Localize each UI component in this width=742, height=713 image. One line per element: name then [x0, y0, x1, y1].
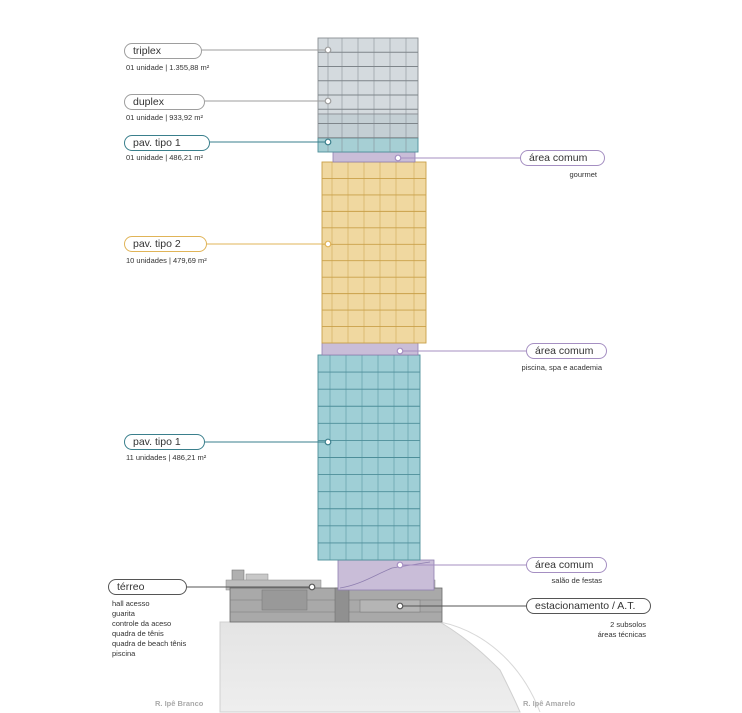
label-estacionamento: estacionamento / A.T.: [526, 598, 651, 614]
label-pav-tipo1-top-title: pav. tipo 1: [133, 137, 181, 149]
label-pav-tipo1-bottom-title: pav. tipo 1: [133, 436, 181, 448]
label-terreo-title: térreo: [117, 581, 145, 593]
label-pav-tipo2-title: pav. tipo 2: [133, 238, 181, 250]
terreo-item: quadra de tênis: [112, 629, 164, 638]
tower-top-block: [317, 37, 419, 153]
label-area-comum-gourmet-detail: gourmet: [569, 170, 597, 179]
terrain-slope: [439, 621, 541, 713]
label-pav-tipo1-top: pav. tipo 1: [124, 135, 210, 151]
label-triplex-detail: 01 unidade | 1.355,88 m²: [126, 63, 210, 72]
label-pav-tipo1-top-detail: 01 unidade | 486,21 m²: [126, 153, 204, 162]
amenity-floor-piscina: [321, 342, 419, 356]
street-right: R. Ipê Amarelo: [523, 699, 576, 708]
street-left: R. Ipê Branco: [155, 699, 204, 708]
terreo-item: guarita: [112, 609, 135, 618]
label-estacionamento-details: 2 subsolos áreas técnicas: [598, 620, 646, 640]
basement-block: [229, 587, 443, 623]
label-pav-tipo2: pav. tipo 2: [124, 236, 207, 252]
label-duplex-title: duplex: [133, 96, 164, 108]
label-duplex-detail: 01 unidade | 933,92 m²: [126, 113, 204, 122]
estacionamento-detail: áreas técnicas: [597, 630, 646, 639]
terreo-item: quadra de beach tênis: [112, 639, 187, 648]
terreo-item: hall acesso: [112, 599, 150, 608]
label-triplex-title: triplex: [133, 45, 162, 57]
amenity-floor-gourmet: [332, 151, 416, 163]
label-area-comum-gourmet-title: área comum: [529, 152, 588, 164]
tower-middle-gold: [321, 161, 427, 344]
terreo-item: piscina: [112, 649, 136, 658]
label-area-comum-piscina: área comum: [526, 343, 607, 359]
leader-lines: [187, 49, 526, 607]
label-pav-tipo1-bottom-detail: 11 unidades | 486,21 m²: [126, 453, 207, 462]
label-area-comum-salao: área comum: [526, 557, 607, 573]
terreo-item: controle da aceso: [112, 619, 172, 628]
label-area-comum-salao-title: área comum: [535, 559, 594, 571]
label-terreo-items: hall acesso guarita controle da aceso qu…: [112, 599, 186, 659]
label-triplex: triplex: [124, 43, 202, 59]
label-estacionamento-title: estacionamento / A.T.: [535, 600, 636, 612]
estacionamento-detail: 2 subsolos: [610, 620, 646, 629]
label-area-comum-salao-detail: salão de festas: [551, 576, 602, 585]
lobby-block: [337, 559, 435, 591]
label-duplex: duplex: [124, 94, 205, 110]
label-area-comum-piscina-title: área comum: [535, 345, 594, 357]
terrain: [219, 621, 521, 713]
label-area-comum-gourmet: área comum: [520, 150, 605, 166]
tower-lower-teal: [317, 354, 421, 561]
leader-dots: [308, 46, 404, 610]
label-terreo: térreo: [108, 579, 187, 595]
label-pav-tipo2-detail: 10 unidades | 479,69 m²: [126, 256, 207, 265]
label-area-comum-piscina-detail: piscina, spa e academia: [521, 363, 602, 372]
label-pav-tipo1-bottom: pav. tipo 1: [124, 434, 205, 450]
